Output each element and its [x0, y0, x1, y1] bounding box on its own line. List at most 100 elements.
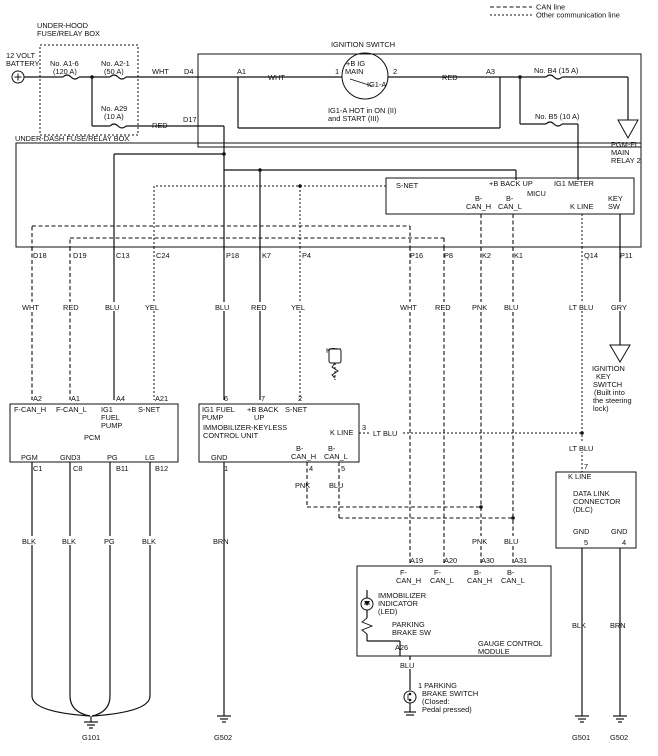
- terminal-p11: P11: [620, 251, 633, 260]
- terminal-c13: C13: [116, 251, 130, 260]
- pcm-fuelpump-2: FUEL: [101, 413, 120, 422]
- pgmfi-label-2: MAIN: [611, 148, 629, 157]
- ground-g502-left-label: G502: [214, 733, 232, 742]
- wire-label-wht-1: WHT: [152, 67, 169, 76]
- fuse-b5-label: No. B5 (10 A): [535, 112, 579, 121]
- gauge-fcanl-1: F-: [434, 568, 442, 577]
- wire-label-pnk-gauge: PNK: [472, 537, 487, 546]
- fuse-b4-label: No. B4 (15 A): [534, 66, 578, 75]
- immob-bbackup-2: UP: [254, 413, 264, 422]
- immob-ig1fuel-2: PUMP: [202, 413, 223, 422]
- gauge-bcanh-1: B-: [474, 568, 482, 577]
- pcm-fcanl: F-CAN_L: [56, 405, 87, 414]
- immob-bcanl-1: B-: [328, 444, 336, 453]
- micu-kline: K LINE: [570, 202, 593, 211]
- ground-g502-right-icon: [613, 715, 627, 723]
- terminal-d4: D4: [184, 67, 193, 76]
- terminal-k7: K7: [262, 251, 271, 260]
- parking-switch-2: BRAKE SWITCH: [422, 689, 478, 698]
- svg-text:RED: RED: [63, 303, 79, 312]
- pcm-pin-a21: A21: [155, 394, 168, 403]
- legend-can-label: CAN line: [536, 3, 565, 12]
- underdash-fuse-relay-box: [15, 142, 642, 248]
- svg-text:RED: RED: [435, 303, 451, 312]
- gauge-fcanh-1: F-: [400, 568, 408, 577]
- immob-pin-7: 7: [261, 394, 265, 403]
- battery-icon: [11, 70, 25, 84]
- wire-label-ltblu-kline: LT BLU: [373, 429, 397, 438]
- immob-bbackup-1: +B BACK: [247, 405, 278, 414]
- fuse-a29-icon: [109, 123, 127, 129]
- fuse-a16-icon: [62, 74, 80, 80]
- terminal-p16: P16: [410, 251, 423, 260]
- fuse-a29-label-1: No. A29: [101, 104, 127, 113]
- gauge-bcanl-1: B-: [507, 568, 515, 577]
- svg-text:BLK: BLK: [142, 537, 156, 546]
- immob-bcanh-1: B-: [296, 444, 304, 453]
- pcm-fuelpump-3: PUMP: [101, 421, 122, 430]
- pcm-pin-b12: B12: [155, 464, 168, 473]
- pcm-pin-c1: C1: [33, 464, 42, 473]
- pgmfi-label-3: RELAY 2: [611, 156, 641, 165]
- fuse-a21-icon: [109, 74, 127, 80]
- parking-switch-3: (Closed:: [422, 697, 450, 706]
- ign-key-sw-4: (Built into: [594, 388, 625, 397]
- gauge-immob-ind-2: INDICATOR: [378, 599, 418, 608]
- terminal-k1: K1: [514, 251, 523, 260]
- dlc-title-3: (DLC): [573, 505, 593, 514]
- fuse-a16-label-1: No. A1-6: [50, 59, 79, 68]
- svg-text:YEL: YEL: [291, 303, 305, 312]
- terminal-q14: Q14: [584, 251, 598, 260]
- ign-key-sw-1: IGNITION: [592, 364, 625, 373]
- data-link-connector: [555, 471, 637, 549]
- ign-key-sw-3: SWITCH: [593, 380, 622, 389]
- immob-title-2: CONTROL UNIT: [203, 431, 259, 440]
- micu-bcanl-1: B-: [506, 194, 514, 203]
- svg-text:BLU: BLU: [215, 303, 229, 312]
- svg-text:WHT: WHT: [22, 303, 39, 312]
- pcm-pin-a2: A2: [33, 394, 42, 403]
- ignition-pin2: 2: [393, 67, 397, 76]
- gauge-parking-2: BRAKE SW: [392, 628, 431, 637]
- pcm-pin-a4: A4: [116, 394, 125, 403]
- fuse-a21-label-1: No. A2-1: [101, 59, 130, 68]
- gauge-immob-ind-3: (LED): [378, 607, 397, 616]
- gauge-title-1: GAUGE CONTROL: [478, 639, 543, 648]
- ground-g501-label: G501: [572, 733, 590, 742]
- terminal-a3: A3: [486, 67, 495, 76]
- wire-color-labels: WHT RED BLU YEL BLU RED YEL WHT RED PNK …: [20, 302, 631, 312]
- immob-bcanl-2: CAN_L: [324, 452, 348, 461]
- pcm-pin-a1: A1: [71, 394, 80, 403]
- dlc-pin-7: 7: [584, 462, 588, 471]
- pcm-pin-b11: B11: [116, 464, 129, 473]
- immob-pin-5: 5: [341, 464, 345, 473]
- svg-text:BRN: BRN: [610, 621, 626, 630]
- terminal-d18: D18: [33, 251, 47, 260]
- ignition-key-switch-arrow-icon: [609, 344, 631, 363]
- dlc-pin-4: 4: [622, 538, 626, 547]
- svg-text:BLU: BLU: [105, 303, 119, 312]
- pgmfi-relay-arrow-icon: [617, 119, 639, 140]
- wire-label-blu-parking: BLU: [400, 661, 414, 670]
- gauge-bcanl-2: CAN_L: [501, 576, 525, 585]
- micu-title: MICU: [527, 189, 546, 198]
- micu-module: [385, 177, 635, 215]
- svg-text:LT BLU: LT BLU: [569, 303, 593, 312]
- pcm-snet: S-NET: [138, 405, 161, 414]
- svg-text:PNK: PNK: [472, 303, 487, 312]
- micu-bcanh-2: CAN_H: [466, 202, 491, 211]
- fuse-a29-label-2: (10 A): [104, 112, 124, 121]
- dlc-kline: K LINE: [568, 472, 591, 481]
- svg-text:YEL: YEL: [145, 303, 159, 312]
- legend-other-label: Other communication line: [536, 11, 620, 20]
- micu-ig1meter: IG1 METER: [554, 179, 594, 188]
- ign-key-sw-2: KEY: [596, 372, 611, 381]
- wire-label-red-1: RED: [152, 121, 168, 130]
- dlc-gnd-1: GND: [573, 527, 589, 536]
- immob-pin-3: 3: [362, 423, 366, 432]
- svg-text:BLK: BLK: [572, 621, 586, 630]
- fuse-a16-label-2: (120 A): [53, 67, 77, 76]
- pgmfi-label-1: PGM-FI: [611, 140, 637, 149]
- gauge-immob-ind-1: IMMOBILIZER: [378, 591, 426, 600]
